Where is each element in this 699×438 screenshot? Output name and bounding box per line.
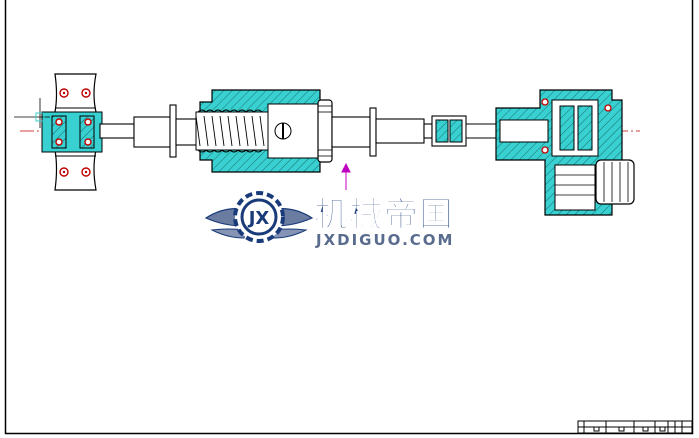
sheet-border [4,0,694,435]
leader-arrow [341,162,351,190]
watermark-title: 机械帝国 [314,195,454,235]
svg-text:JX: JX [247,208,270,229]
shaft-middle [331,107,433,157]
gear-wings-logo-icon: JX [204,191,314,243]
nut-housing [195,89,333,173]
shaft-left [99,104,199,158]
left-bearing-bracket [14,73,103,191]
watermark-url: JXDIGUO.COM [315,231,454,249]
watermark: JX 机械帝国 JXDIGUO.COM [204,191,454,249]
title-block [577,420,693,434]
coupling [431,115,497,147]
right-gearbox [495,89,635,216]
